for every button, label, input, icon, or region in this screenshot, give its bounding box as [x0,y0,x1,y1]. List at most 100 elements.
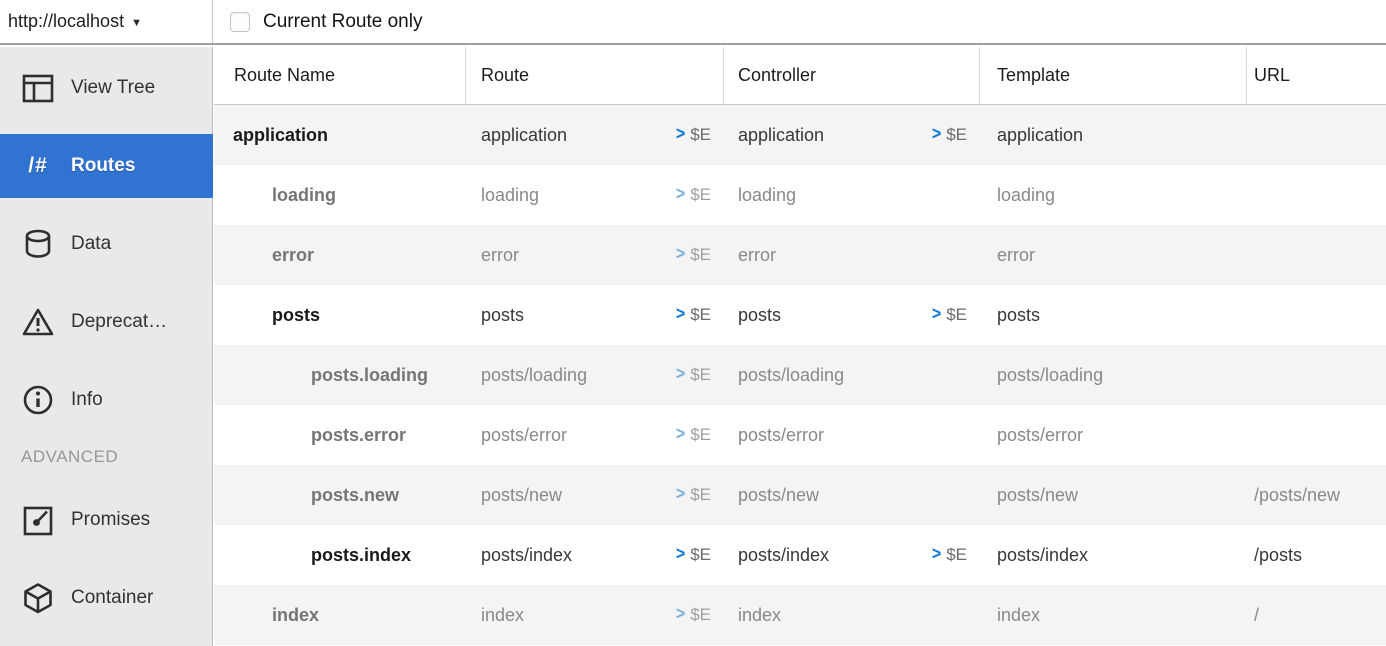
route-table-row[interactable]: index index > $E index > $E index / [214,585,1386,645]
route-table-row[interactable]: posts.error posts/error > $E posts/error… [214,405,1386,465]
template-cell: posts [980,285,1247,345]
url-text: /posts/new [1254,484,1341,505]
sidebar-item-promises[interactable]: Promises [0,488,212,552]
template-cell: posts/loading [980,345,1247,405]
route-text: error [481,244,520,265]
column-header-route: Route [466,47,724,104]
url-cell [1247,285,1386,345]
url-text: / [1254,604,1260,625]
chevron-right-icon: > [675,544,686,565]
route-text: posts/error [481,424,568,445]
console-ref-label: $E [690,605,711,624]
sidebar-item-info[interactable]: Info [0,368,212,432]
route-name-cell: posts.index [214,525,466,585]
controller-text: error [738,244,777,265]
template-text: posts/new [997,484,1079,505]
controller-text: loading [738,184,797,205]
route-table-row[interactable]: posts.index posts/index > $E posts/index… [214,525,1386,585]
table-header-row: Route Name Route Controller Template URL [214,47,1386,105]
route-cell: posts/loading > $E [466,345,724,405]
route-console-link[interactable]: > $E [676,305,711,325]
console-ref-label: $E [946,545,967,564]
template-text: loading [997,184,1056,205]
route-table-row[interactable]: application application > $E application… [214,105,1386,165]
route-table-row[interactable]: loading loading > $E loading > $E loadin… [214,165,1386,225]
view-tree-icon [20,70,56,106]
data-icon [20,226,56,262]
controller-cell: posts/error > $E [724,405,980,465]
chevron-right-icon: > [675,184,686,205]
controller-cell: posts/loading > $E [724,345,980,405]
template-text: index [997,604,1041,625]
sidebar-item-view-tree[interactable]: View Tree [0,56,212,120]
route-cell: error > $E [466,225,724,285]
column-header-controller: Controller [724,47,980,104]
console-ref-label: $E [946,125,967,144]
controller-cell: posts/new > $E [724,465,980,525]
template-text: application [997,124,1084,145]
sidebar-item-data[interactable]: Data [0,212,212,276]
warning-icon [20,304,56,340]
route-cell: index > $E [466,585,724,645]
sidebar: View Tree /# Routes Data [0,47,213,646]
route-table-row[interactable]: posts.loading posts/loading > $E posts/l… [214,345,1386,405]
console-ref-label: $E [690,485,711,504]
route-console-link[interactable]: > $E [676,185,711,205]
route-console-link[interactable]: > $E [676,485,711,505]
route-console-link[interactable]: > $E [676,245,711,265]
route-name-cell: loading [214,165,466,225]
controller-console-link[interactable]: > $E [932,545,967,565]
console-ref-label: $E [690,305,711,324]
route-name-text: index [272,604,320,625]
route-table-row[interactable]: posts posts > $E posts > $E posts [214,285,1386,345]
url-cell [1247,105,1386,165]
controller-console-link[interactable]: > $E [932,125,967,145]
route-console-link[interactable]: > $E [676,545,711,565]
console-ref-label: $E [690,365,711,384]
route-console-link[interactable]: > $E [676,425,711,445]
url-cell: /posts/new [1247,465,1386,525]
controller-text: posts/index [738,544,830,565]
sidebar-item-container[interactable]: Container [0,566,212,630]
info-icon [20,382,56,418]
route-name-cell: posts [214,285,466,345]
controller-text: application [738,124,825,145]
advanced-section-label: ADVANCED [21,447,119,466]
sidebar-item-label: Container [71,587,154,608]
route-console-link[interactable]: > $E [676,125,711,145]
toolbar: http://localhost ▼ Current Route only [0,0,1386,45]
route-cell: loading > $E [466,165,724,225]
sidebar-item-routes[interactable]: /# Routes [0,134,213,198]
chevron-right-icon: > [675,484,686,505]
route-name-text: posts [272,304,321,325]
dropdown-caret-icon: ▼ [131,16,142,29]
url-cell [1247,225,1386,285]
route-table-row[interactable]: error error > $E error > $E error [214,225,1386,285]
route-name-text: posts.new [311,484,400,505]
console-ref-label: $E [690,545,711,564]
sidebar-item-label: Data [71,233,112,254]
current-route-only-checkbox[interactable] [230,11,250,32]
controller-cell: posts > $E [724,285,980,345]
template-text: posts/index [997,544,1089,565]
route-text: index [481,604,525,625]
template-cell: posts/new [980,465,1247,525]
route-console-link[interactable]: > $E [676,365,711,385]
url-cell [1247,345,1386,405]
sidebar-item-deprecations[interactable]: Deprecat… [0,290,212,354]
sidebar-item-label: Promises [71,509,151,530]
template-text: error [997,244,1036,265]
route-cell: posts > $E [466,285,724,345]
route-cell: posts/new > $E [466,465,724,525]
controller-cell: application > $E [724,105,980,165]
route-cell: posts/index > $E [466,525,724,585]
route-text: posts/loading [481,364,588,385]
chevron-right-icon: > [675,244,686,265]
controller-console-link[interactable]: > $E [932,305,967,325]
target-url-dropdown[interactable]: http://localhost ▼ [0,0,213,43]
table-body: application application > $E application… [214,105,1386,645]
route-table-row[interactable]: posts.new posts/new > $E posts/new > $E … [214,465,1386,525]
route-console-link[interactable]: > $E [676,605,711,625]
template-cell: index [980,585,1247,645]
